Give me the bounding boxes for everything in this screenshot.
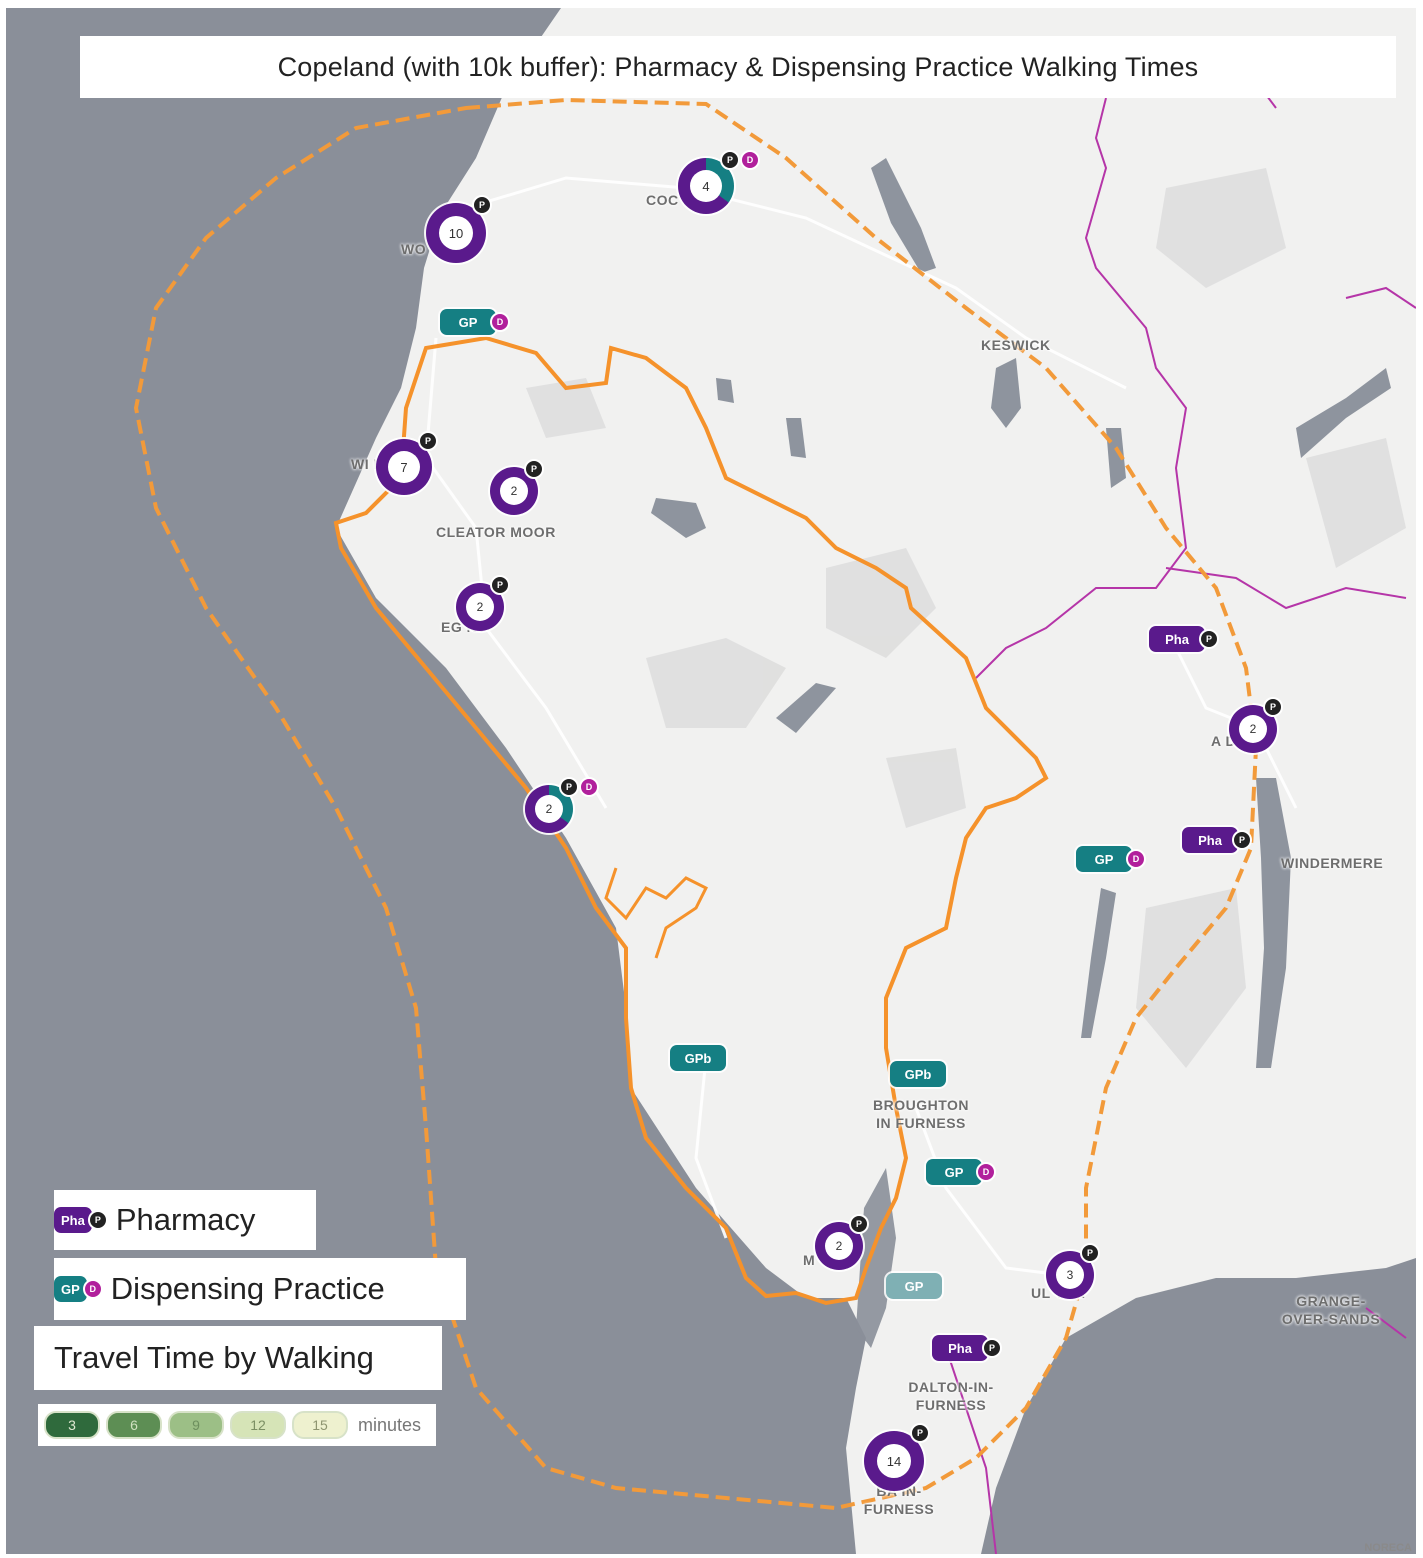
map-title-box: Copeland (with 10k buffer): Pharmacy & D… [80, 36, 1396, 98]
tag-chip: Pha [1149, 626, 1205, 652]
pharmacy-badge-icon: P [849, 1214, 869, 1234]
pharmacy-badge-icon: P [524, 459, 544, 479]
pharmacy-badge-icon: P [1232, 830, 1252, 850]
legend-pharmacy-badge: P [87, 1210, 108, 1230]
place-label-cleator-moor: CLEATOR MOOR [436, 524, 556, 540]
cluster-count: 2 [535, 795, 563, 823]
map-title: Copeland (with 10k buffer): Pharmacy & D… [277, 51, 1199, 82]
pharmacy-badge-icon: P [559, 777, 579, 797]
tag-chip: GP [926, 1159, 982, 1185]
place-label-dalton: DALTON-IN-FURNESS [908, 1379, 994, 1413]
tag-chip: GP [440, 309, 496, 335]
legend-dispensing-badge: D [82, 1279, 103, 1299]
pharmacy-badge-icon: P [1080, 1243, 1100, 1263]
tag-chip: Pha [932, 1335, 988, 1361]
cluster-count: 2 [1239, 715, 1267, 743]
tag-marker-bootle-gpb[interactable]: GPb [670, 1045, 726, 1071]
pharmacy-badge-icon: P [490, 575, 510, 595]
place-label-grange: GRANGE-OVER-SANDS [1281, 1293, 1381, 1327]
dispensing-badge-icon: D [976, 1162, 996, 1182]
scale-step-3: 3 [44, 1411, 100, 1439]
dispensing-badge-icon: D [490, 312, 510, 332]
legend-travel-title: Travel Time by Walking [54, 1340, 374, 1375]
tag-marker-askam-gp[interactable]: GP [886, 1273, 942, 1299]
cluster-count: 2 [825, 1232, 853, 1260]
dispensing-badge-icon: D [1126, 849, 1146, 869]
travel-time-scale: 3 6 9 12 15 minutes [38, 1404, 436, 1446]
tag-chip: GP [1076, 846, 1132, 872]
dispensing-badge-icon: D [740, 150, 760, 170]
pharmacy-badge-icon: P [982, 1338, 1002, 1358]
map-svg [6, 8, 1416, 1554]
legend-pharmacy-chip: Pha [54, 1207, 92, 1233]
place-label-windermere: WINDERMERE [1281, 855, 1384, 871]
cluster-count: 14 [877, 1444, 911, 1478]
tag-chip: GPb [890, 1061, 946, 1087]
place-label-keswick: KESWICK [981, 337, 1051, 353]
legend-dispensing: GP D Dispensing Practice [54, 1258, 466, 1320]
cluster-count: 4 [690, 170, 722, 202]
scale-step-15: 15 [292, 1411, 348, 1439]
dispensing-badge-icon: D [579, 777, 599, 797]
pharmacy-badge-icon: P [910, 1423, 930, 1443]
bay-area [981, 1258, 1416, 1554]
scale-step-9: 9 [168, 1411, 224, 1439]
map-canvas[interactable]: Copeland (with 10k buffer): Pharmacy & D… [6, 8, 1416, 1554]
pharmacy-badge-icon: P [720, 150, 740, 170]
tag-chip: Pha [1182, 827, 1238, 853]
buffer-boundary [133, 97, 1259, 1511]
lakes [651, 158, 1391, 1068]
legend-dispensing-chip: GP [54, 1276, 87, 1302]
scale-step-6: 6 [106, 1411, 162, 1439]
legend-dispensing-label: Dispensing Practice [110, 1271, 385, 1306]
legend-pharmacy-label: Pharmacy [115, 1202, 256, 1237]
pharmacy-badge-icon: P [1263, 697, 1283, 717]
duddon-estuary [856, 1168, 896, 1348]
map-attribution: NORECA [1364, 1542, 1412, 1554]
pharmacy-badge-icon: P [418, 431, 438, 451]
copeland-boundary-detail [604, 867, 709, 959]
cluster-count: 10 [439, 216, 473, 250]
sea-area [6, 8, 866, 1554]
scale-unit: minutes [358, 1414, 422, 1435]
place-label-broughton: BROUGHTON IN FURNESS [872, 1097, 970, 1131]
tag-marker-broughton-gpb[interactable]: GPb [890, 1061, 946, 1087]
legend-pharmacy: Pha P Pharmacy [54, 1190, 316, 1250]
pharmacy-badge-icon: P [1199, 629, 1219, 649]
legend-travel-title-box: Travel Time by Walking [34, 1326, 442, 1390]
cluster-count: 3 [1056, 1261, 1084, 1289]
tag-chip: GPb [670, 1045, 726, 1071]
scale-step-12: 12 [230, 1411, 286, 1439]
pharmacy-badge-icon: P [472, 195, 492, 215]
cluster-count: 7 [388, 451, 420, 483]
place-label-millom: M [803, 1252, 816, 1268]
upland-patches [526, 168, 1406, 1068]
place-label-whitehaven: WI N [351, 456, 385, 472]
tag-chip: GP [886, 1273, 942, 1299]
cluster-count: 2 [500, 477, 528, 505]
cluster-count: 2 [466, 593, 494, 621]
